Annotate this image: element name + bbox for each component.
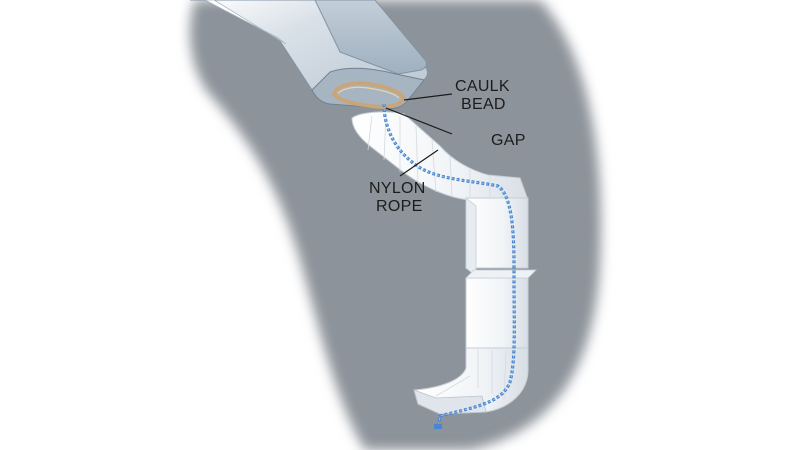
outlet-ribs — [435, 349, 507, 401]
downspout-lower-top — [465, 269, 537, 279]
gap-leader-line — [385, 107, 453, 135]
nylon-leader-line — [399, 149, 439, 177]
downspout-outlet — [413, 389, 487, 415]
caulk-bead — [331, 81, 407, 109]
gutter-lip — [204, 0, 287, 45]
label-caulk-bead-line2: BEAD — [461, 96, 506, 113]
caulk-leader-line — [403, 93, 453, 101]
caulk-bead-highlight — [337, 86, 400, 99]
label-caulk-bead-line1: CAULK — [455, 78, 510, 95]
downspout-upper-side — [465, 197, 477, 277]
label-nylon-rope-line1: NYLON — [369, 180, 426, 197]
label-nylon-rope-line2: ROPE — [376, 198, 423, 215]
nylon-rope-highlight — [383, 103, 515, 429]
rope-end-knot — [434, 424, 442, 429]
gutter-top-face — [314, 0, 427, 75]
label-gap: GAP — [491, 132, 526, 149]
downspout-lower-section — [465, 277, 529, 351]
